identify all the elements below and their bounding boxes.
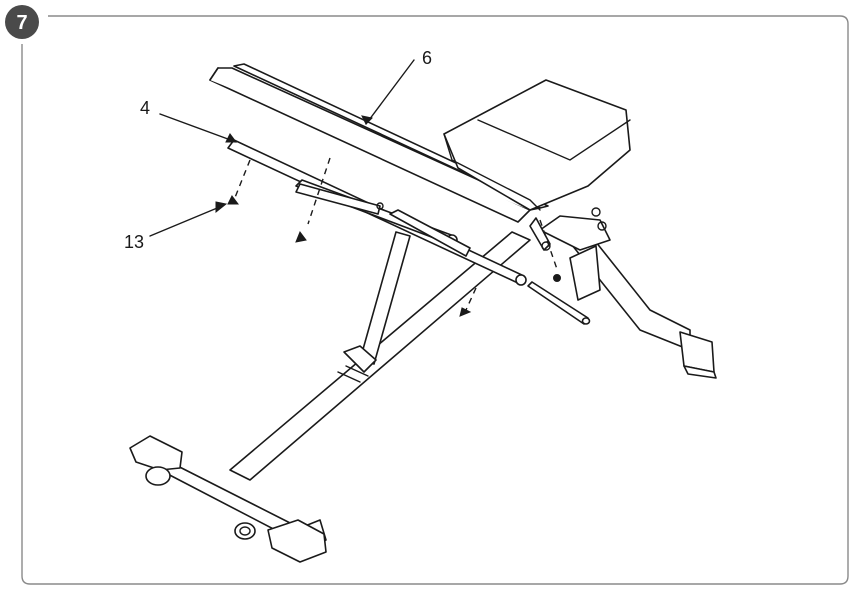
seat-pad [443,79,631,211]
step-frame [21,15,849,585]
support-strut [343,231,411,373]
callout-label-6: 6 [422,48,432,68]
bolt-markers [227,157,561,317]
support-rail [227,139,551,286]
rear-stabilizer [129,435,327,563]
front-leg-frame [539,207,717,379]
arrowhead-icon [459,307,472,317]
step-badge: 7 [5,5,39,39]
callout-label-4: 4 [140,98,150,118]
arrowhead-icon [215,201,228,214]
arrowhead-icon [227,195,239,205]
bench-illustration [129,59,717,563]
arrowhead-icon [361,115,374,125]
leader-lines [149,59,415,237]
backrest-pad [209,63,549,223]
locking-pin [527,281,591,325]
bolt-head-icon [553,274,561,282]
step-number: 7 [16,12,27,34]
main-frame-tube [229,231,531,481]
arrowhead-icon [225,133,237,143]
arrowhead-icon [295,230,307,243]
callout-label-13: 13 [124,232,144,252]
